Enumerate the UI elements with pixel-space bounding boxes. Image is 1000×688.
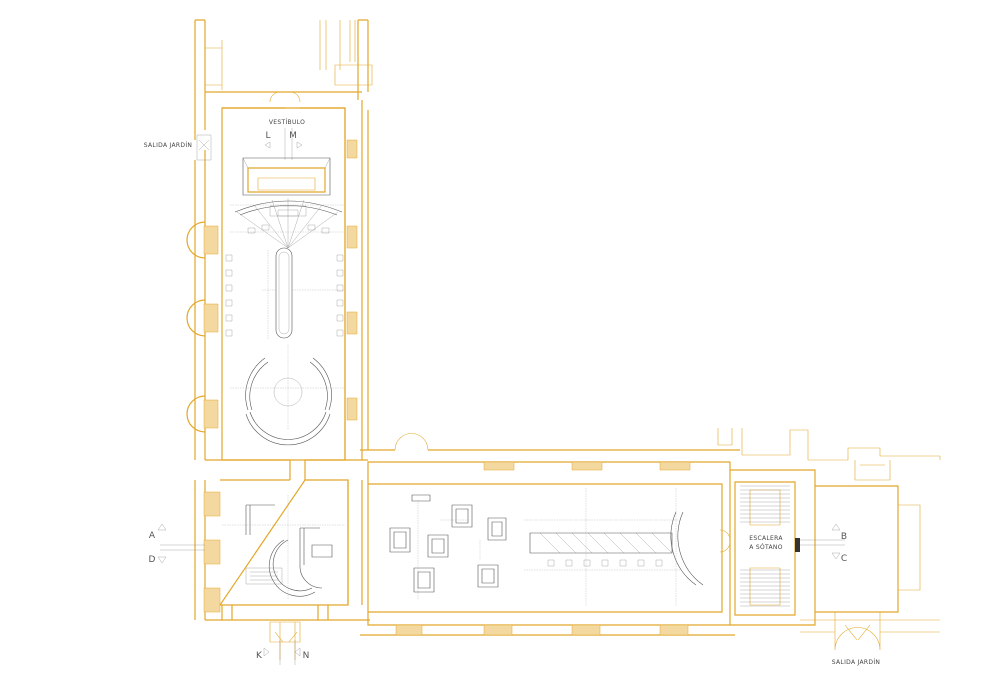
section-marker-l: L [265,131,270,141]
escalera-label: ESCALERA [749,535,783,542]
stair-block [730,469,816,626]
far-east-contour [717,428,941,651]
fan-display [230,198,345,249]
salida-jardin-left-label: SALIDA JARDÍN [144,142,192,149]
section-marker-graphics [157,134,845,665]
north-wing-walls [194,19,373,140]
section-marker-c: C [841,554,847,564]
a-sotano-label: A SÓTANO [749,544,782,551]
section-marker-m: M [289,131,297,141]
lower-west-room-walls [194,479,370,660]
section-marker-a: A [149,531,156,541]
section-marker-n: N [303,651,310,661]
circular-display [230,345,345,446]
gallery-furniture [389,488,704,606]
vestibule-furniture [242,128,331,196]
east-gallery-walls [360,433,740,636]
wall-display-cases [225,254,344,337]
section-marker-k: K [256,651,263,661]
vestibulo-label: VESTÍBULO [269,119,305,126]
central-table [262,247,345,340]
salida-jardin-bottom-label: SALIDA JARDÍN [832,659,880,666]
west-wing-walls [186,91,369,480]
lower-room-furniture [222,495,345,600]
section-marker-d: D [149,555,156,565]
section-marker-b: B [841,532,847,542]
